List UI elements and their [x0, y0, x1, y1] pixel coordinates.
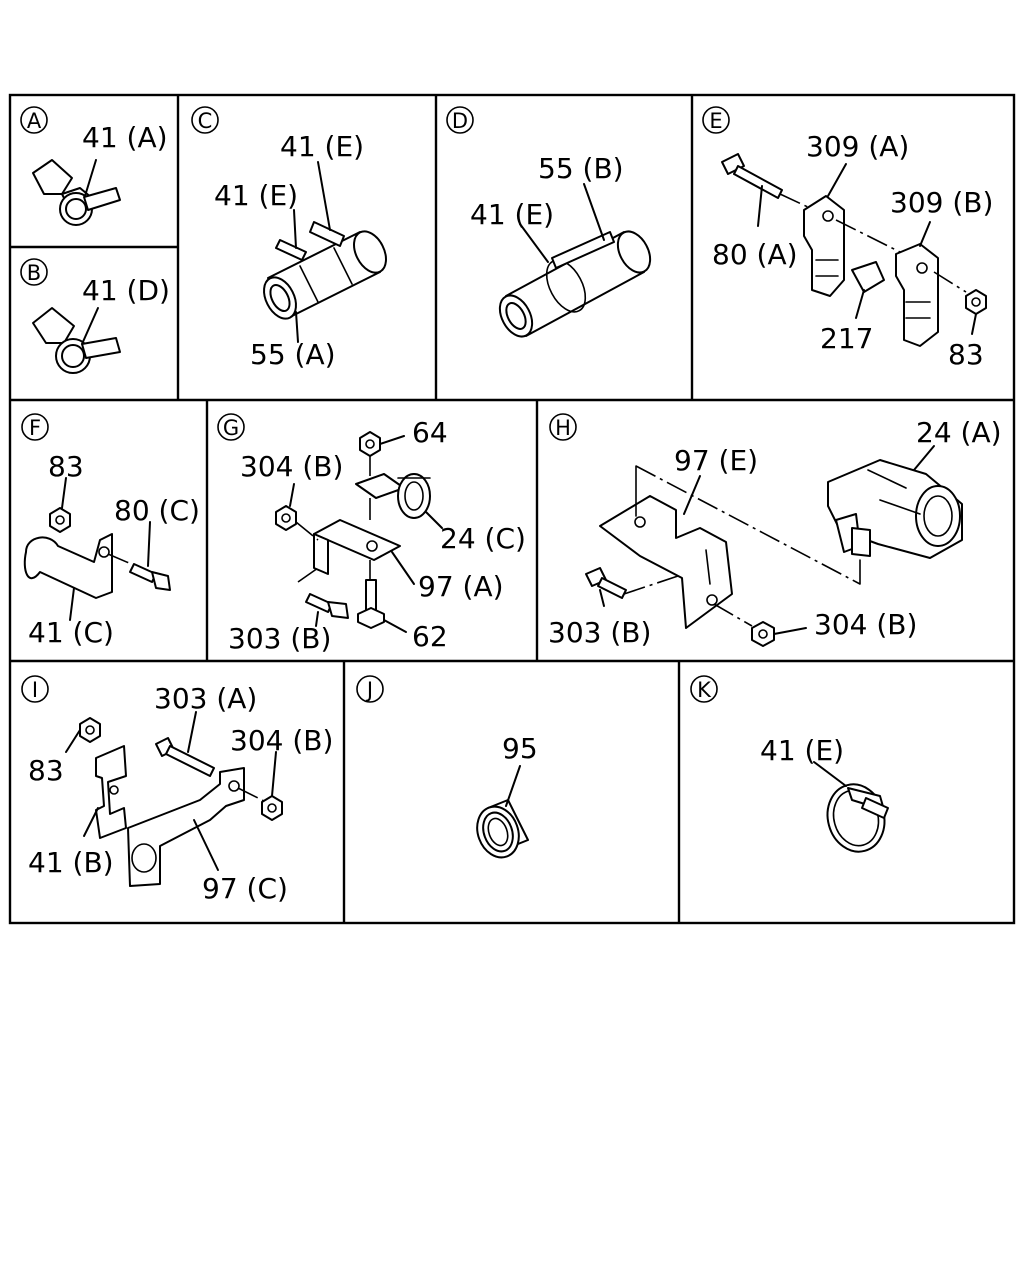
svg-text:K: K: [697, 678, 712, 702]
label-55a: 55 (A): [250, 338, 336, 371]
label-304b-i: 304 (B): [230, 724, 333, 757]
cable-tie-41e-d: [551, 231, 615, 269]
label-309b: 309 (B): [890, 186, 993, 219]
nut-304b-i: [261, 795, 283, 821]
bolt-80c: [129, 563, 171, 591]
label-304b-g: 304 (B): [240, 450, 343, 483]
cable-tie-41e: [275, 221, 345, 261]
clamp-24c: [355, 473, 431, 519]
section-marker-i: I: [21, 675, 49, 703]
pipe-clamp-41c: [23, 533, 113, 599]
nut-64: [359, 431, 381, 457]
bolt-303b-g: [305, 593, 349, 619]
section-e: E 309 (A) 309 (B): [702, 106, 993, 371]
label-41e-k: 41 (E): [760, 734, 844, 767]
label-97e: 97 (E): [674, 444, 758, 477]
label-83-e: 83: [948, 338, 984, 371]
svg-text:I: I: [32, 678, 38, 702]
bolt-62: [357, 579, 385, 629]
grommet-95: [476, 799, 529, 859]
svg-text:A: A: [27, 109, 42, 133]
section-marker-f: F: [21, 413, 49, 441]
section-marker-a: A: [20, 106, 48, 134]
section-marker-k: K: [690, 675, 718, 703]
nut-83-i: [79, 717, 101, 743]
section-marker-j: J: [356, 675, 384, 703]
label-41e-lower: 41 (E): [214, 179, 298, 212]
label-64: 64: [412, 416, 448, 449]
label-41d: 41 (D): [82, 274, 170, 307]
section-marker-g: G: [217, 413, 245, 441]
bracket-309b: [895, 243, 939, 347]
label-24c: 24 (C): [440, 522, 526, 555]
label-303a: 303 (A): [154, 682, 257, 715]
hose-clamp-wing-a: [32, 159, 121, 226]
label-304b-h: 304 (B): [814, 608, 917, 641]
svg-text:H: H: [555, 416, 571, 440]
label-80a: 80 (A): [712, 238, 798, 271]
svg-text:D: D: [452, 109, 468, 133]
nut-304b-h: [751, 621, 775, 647]
cable-tie-41e-k: [826, 783, 889, 853]
section-g: G: [217, 413, 526, 655]
bolt-303a: [155, 737, 215, 777]
section-f: F 83 80 (C) 41 (C): [21, 413, 200, 649]
label-95: 95: [502, 732, 538, 765]
label-41c: 41 (C): [28, 616, 114, 649]
section-a: A 41 (A): [20, 106, 168, 226]
hose-55a: [263, 230, 387, 320]
svg-text:G: G: [223, 416, 239, 440]
section-h: H 97 (E): [548, 413, 1002, 649]
label-83-f: 83: [48, 450, 84, 483]
section-i: I 303 (A) 304 (B) 83 4: [21, 675, 333, 905]
clip-217: [851, 261, 885, 293]
label-41e-upper: 41 (E): [280, 130, 364, 163]
grid-frame: [8, 93, 1016, 925]
label-217: 217: [820, 322, 873, 355]
label-83-i: 83: [28, 754, 64, 787]
svg-text:B: B: [27, 261, 41, 285]
label-97a: 97 (A): [418, 570, 504, 603]
bracket-97e: [599, 495, 733, 629]
clip-41b: [95, 745, 127, 839]
svg-text:J: J: [365, 678, 373, 702]
label-80c: 80 (C): [114, 494, 200, 527]
svg-text:E: E: [709, 109, 722, 133]
bolt-80a: [721, 153, 783, 199]
section-marker-b: B: [20, 258, 48, 286]
bolt-303b-h: [585, 567, 627, 599]
label-24a: 24 (A): [916, 416, 1002, 449]
section-marker-h: H: [549, 413, 577, 441]
section-marker-e: E: [702, 106, 730, 134]
nut-83-e: [965, 289, 987, 315]
section-k: K 41 (E): [690, 675, 889, 853]
bracket-309a: [803, 195, 845, 297]
bracket-97c: [127, 767, 245, 887]
label-55b: 55 (B): [538, 152, 624, 185]
section-marker-c: C: [191, 106, 219, 134]
section-b: B 41 (D): [20, 258, 170, 374]
svg-text:F: F: [29, 416, 41, 440]
svg-text:C: C: [198, 109, 213, 133]
section-marker-d: D: [446, 106, 474, 134]
connector-24a: [827, 459, 963, 559]
nut-304b-g: [275, 505, 297, 531]
label-62: 62: [412, 620, 448, 653]
section-c: C 41 (E) 41 (E) 55 (A): [191, 106, 387, 371]
label-41e-d: 41 (E): [470, 198, 554, 231]
bracket-97a: [313, 519, 401, 575]
label-309a: 309 (A): [806, 130, 909, 163]
label-303b-g: 303 (B): [228, 622, 331, 655]
nut-83-f: [49, 507, 71, 533]
hose-clamp-wing-d: [32, 307, 121, 374]
hose-55b: [498, 230, 652, 338]
label-41a: 41 (A): [82, 121, 168, 154]
label-41b: 41 (B): [28, 846, 114, 879]
section-d: D 55 (B) 41 (E): [446, 106, 652, 338]
section-j: J 95: [356, 675, 538, 859]
label-97c: 97 (C): [202, 872, 288, 905]
label-303b-h: 303 (B): [548, 616, 651, 649]
